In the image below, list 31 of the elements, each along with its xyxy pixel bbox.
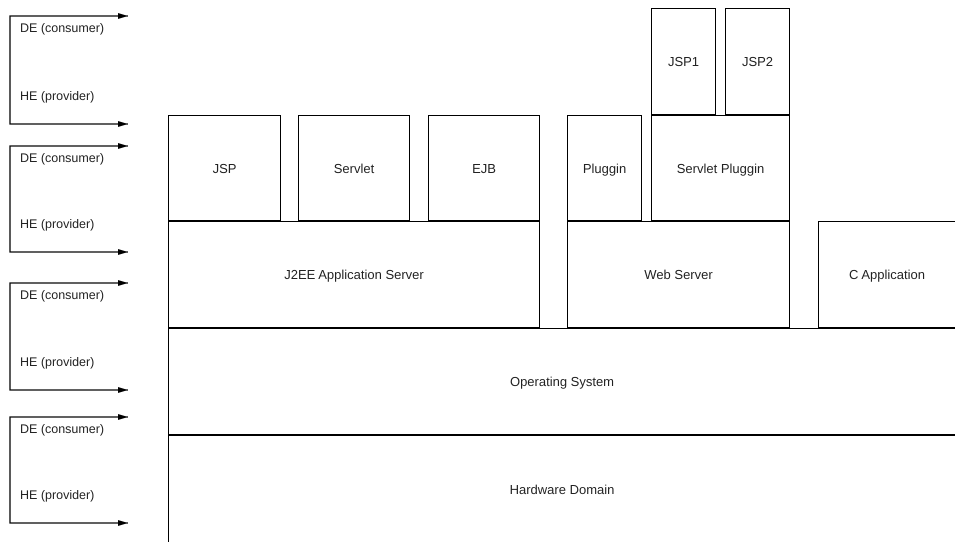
layer-box — [567, 115, 642, 221]
layer-box — [298, 115, 410, 221]
consumer-label: DE (consumer) — [20, 21, 106, 35]
box-label: Servlet — [334, 160, 374, 176]
box-label: JSP1 — [668, 54, 700, 69]
layer-box — [168, 328, 955, 435]
box-label: Pluggin — [582, 160, 626, 176]
layer-box — [567, 221, 790, 328]
box-label: JSP — [212, 160, 236, 176]
box-label: Hardware Domain — [510, 482, 614, 496]
layer-box — [168, 221, 540, 328]
provider-label: HE (provider) — [20, 89, 96, 103]
layer-box — [651, 115, 790, 221]
provider-label: HE (provider) — [20, 217, 96, 231]
box-label: JSP2 — [742, 54, 774, 69]
box-label: Servlet Pluggin — [676, 160, 764, 176]
provider-label: HE (provider) — [20, 355, 96, 369]
box-label: Web Server — [644, 267, 713, 282]
box-label: J2EE Application Server — [284, 267, 424, 282]
consumer-label: DE (consumer) — [20, 151, 106, 165]
box-label: EJB — [472, 160, 496, 176]
layer-box — [725, 8, 790, 115]
layer-box — [818, 221, 955, 328]
box-label: C Application — [849, 267, 925, 282]
box-label: Operating System — [510, 374, 614, 389]
consumer-label: DE (consumer) — [20, 288, 106, 302]
layer-box — [428, 115, 540, 221]
layer-box — [168, 115, 281, 221]
provider-label: HE (provider) — [20, 488, 96, 502]
consumer-label: DE (consumer) — [20, 422, 106, 436]
layer-box — [651, 8, 716, 115]
